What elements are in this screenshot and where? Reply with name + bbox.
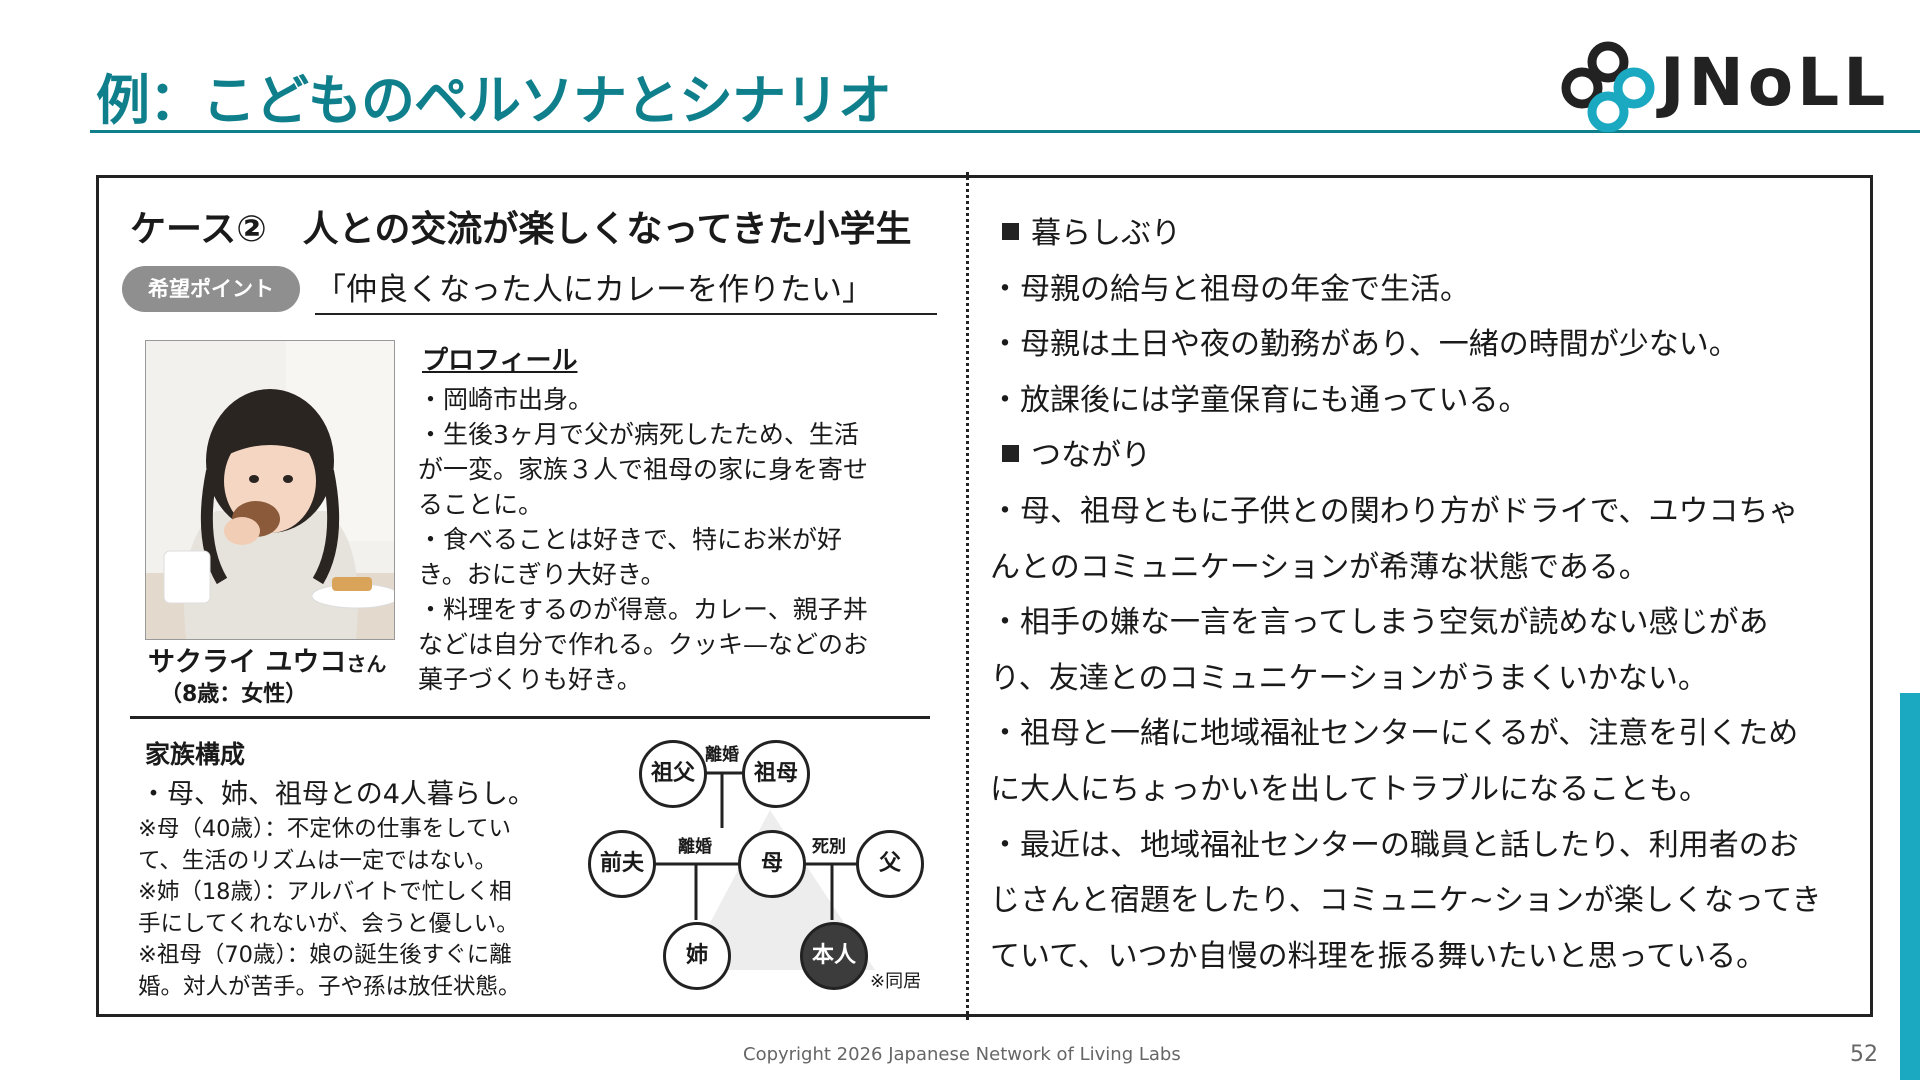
family-notes: ※母（40歳）：不定休の仕事をしてい て、生活のリズムは一定ではない。 ※姉（1… <box>138 814 521 1003</box>
family-note-line: 手にしてくれないが、会うと優しい。 <box>138 910 519 937</box>
label-divorce-grandparents: 離婚 <box>705 745 739 765</box>
section-heading-life: 暮らしぶり <box>990 206 1870 262</box>
node-sister: 姉 <box>663 922 731 990</box>
profile-line: ・料理をするのが得意。カレー、親子丼 <box>418 595 868 624</box>
family-tree-diagram: 祖父 祖母 前夫 母 父 姉 本人 離婚 離婚 死別 <box>588 730 940 1010</box>
connection-line: ・母、祖母ともに子供との関わり方がドライで、ユウコちゃ <box>990 493 1799 529</box>
connection-line: んとのコミュニケーションが希薄な状態である。 <box>990 549 1649 585</box>
square-bullet-icon <box>1002 445 1019 463</box>
logo-mark-icon <box>1561 41 1655 132</box>
profile-line: ることに。 <box>418 490 544 519</box>
family-note-line: ※祖母（70歳）：娘の誕生後すぐに離 <box>138 942 512 968</box>
profile-line: ・生後3ヶ月で父が病死したため、生活 <box>418 420 859 449</box>
profile-line: などは自分で作れる。クッキ—などのお <box>418 630 869 659</box>
column-divider <box>966 172 969 1020</box>
node-self: 本人 <box>800 922 868 990</box>
family-note-line: ※姉（18歳）：アルバイトで忙しく相 <box>138 879 512 905</box>
family-heading: 家族構成 <box>145 740 246 769</box>
node-mother: 母 <box>738 830 806 898</box>
square-bullet-icon <box>1002 223 1019 240</box>
wish-quote: 「仲良くなった人にカレーを作りたい」 <box>315 264 937 315</box>
family-summary: ・母、姉、祖母との4人暮らし。 <box>140 779 535 810</box>
label-bereavement: 死別 <box>812 837 846 857</box>
girl-eating-illustration <box>146 341 394 639</box>
title-underline <box>90 130 1920 133</box>
profile-heading: プロフィール <box>422 346 578 376</box>
section-heading-connections: つながり <box>990 428 1870 484</box>
jnoll-logo: JNoLL <box>1560 40 1920 132</box>
connection-line: ・最近は、地域福祉センターの職員と話したり、利用者のお <box>990 827 1799 863</box>
copyright: Copyright 2026 Japanese Network of Livin… <box>743 1044 1181 1065</box>
node-grandfather: 祖父 <box>639 740 707 808</box>
life-line: ・放課後には学童保育にも通っている。 <box>990 382 1529 418</box>
connection-line: に大人にちょっかいを出してトラブルになることも。 <box>990 771 1710 807</box>
persona-age: （8歳：女性） <box>160 682 308 707</box>
page-number: 52 <box>1850 1042 1878 1067</box>
node-ex-husband: 前夫 <box>588 830 656 898</box>
wish-point-badge: 希望ポイント <box>122 266 300 312</box>
profile-line: ・岡崎市出身。 <box>418 385 594 414</box>
case-title: ケース② 人との交流が楽しくなってきた小学生 <box>130 209 912 250</box>
family-note-line: て、生活のリズムは一定ではない。 <box>138 847 497 874</box>
profile-line: が一変。家族３人で祖母の家に身を寄せ <box>418 455 869 484</box>
persona-honorific: さん <box>346 652 387 676</box>
profile-line: 菓子づくりも好き。 <box>418 665 642 694</box>
connection-line: じさんと宿題をしたり、コミュニケ~ションが楽しくなってき <box>990 883 1822 919</box>
side-accent-bar <box>1900 693 1920 1080</box>
cohabit-note: ※同居 <box>870 971 922 992</box>
content-frame <box>96 175 1873 1017</box>
section-separator <box>130 716 930 719</box>
profile-line: き。おにぎり大好き。 <box>418 560 666 589</box>
life-line: ・母親は土日や夜の勤務があり、一緒の時間が少ない。 <box>990 327 1739 363</box>
family-note-line: 婚。対人が苦手。子や孫は放任状態。 <box>138 973 521 1000</box>
persona-photo <box>145 340 395 640</box>
node-grandmother: 祖母 <box>742 740 810 808</box>
family-note-line: ※母（40歳）：不定休の仕事をしてい <box>138 816 512 842</box>
connection-line: り、友達とのコミュニケーションがうまくいかない。 <box>990 660 1708 696</box>
label-divorce-parents: 離婚 <box>678 837 712 857</box>
persona-name: サクライ ユウコさん <box>148 647 387 678</box>
node-father: 父 <box>856 830 924 898</box>
connection-line: ていて、いつか自慢の料理を振る舞いたいと思っている。 <box>990 938 1767 974</box>
life-line: ・母親の給与と祖母の年金で生活。 <box>990 271 1470 307</box>
logo-text: JNoLL <box>1660 44 1890 121</box>
scenario-text: 暮らしぶり ・母親の給与と祖母の年金で生活。 ・母親は土日や夜の勤務があり、一緒… <box>990 206 1870 984</box>
slide-title: 例：こどものペルソナとシナリオ <box>96 69 892 132</box>
connection-line: ・相手の嫌な一言を言ってしまう空気が読めない感じがあ <box>990 605 1769 641</box>
profile-line: ・食べることは好きで、特にお米が好 <box>418 525 843 554</box>
profile-list: ・岡崎市出身。 ・生後3ヶ月で父が病死したため、生活 が一変。家族３人で祖母の家… <box>418 382 928 697</box>
connection-line: ・祖母と一緒に地域福祉センターにくるが、注意を引くため <box>990 716 1799 752</box>
